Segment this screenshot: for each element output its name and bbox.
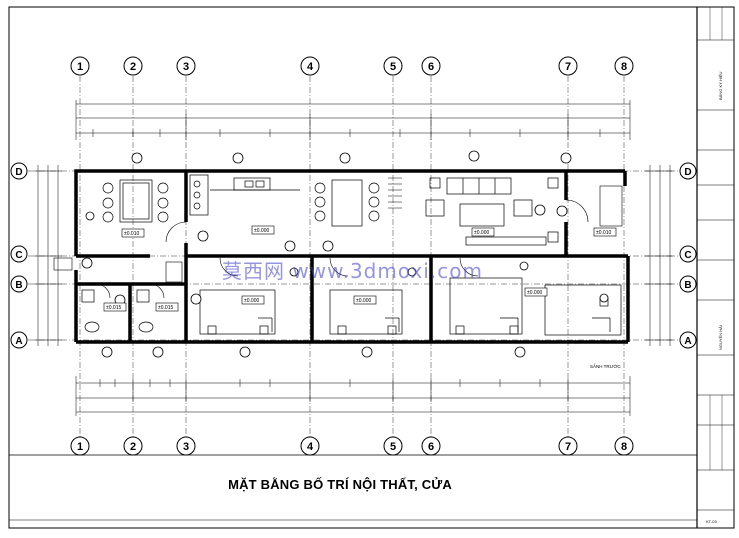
entry-note: SẢNH TRƯỚC (590, 363, 621, 369)
elevation-label: ±0.015 (158, 305, 173, 311)
kitchen-counter (189, 174, 300, 216)
grid-col-label: 4 (307, 61, 314, 73)
grid-col-label: 3 (183, 441, 189, 453)
grid-col-label: 7 (565, 61, 571, 73)
grid-row-label: B (684, 280, 691, 291)
title-block-label-1: BẢNG KÝ HIỆU (718, 71, 723, 100)
grid-col-label: 5 (390, 441, 396, 453)
grid-bubbles-right (679, 162, 697, 349)
entry-platforms (53, 257, 183, 283)
living-sofa (425, 177, 559, 246)
title-block-label-2: NGUYỄN HẢI (718, 325, 723, 350)
elevation-label: ±0.000 (356, 298, 371, 304)
dimension-lines-top (75, 100, 631, 140)
grid-row-label: D (684, 167, 691, 178)
stairs (388, 177, 402, 209)
bedroom-furniture (199, 277, 622, 336)
title-block-sheet-no: KT-03 (706, 519, 717, 524)
elevation-label: ±0.015 (106, 305, 121, 311)
elevation-label: ±0.010 (596, 230, 611, 236)
grid-bubbles-bottom (70, 436, 634, 456)
grid-col-label: 6 (428, 441, 434, 453)
drawing-title: MẶT BẰNG BỐ TRÍ NỘI THẤT, CỬA (228, 477, 452, 492)
elevation-boxes (103, 225, 617, 312)
grid-col-label: 7 (565, 441, 571, 453)
toilets (81, 289, 154, 333)
grid-row-label: D (15, 167, 22, 178)
grid-row-label: B (15, 280, 22, 291)
grid-col-label: 1 (77, 61, 83, 73)
elevation-label: ±0.000 (527, 290, 542, 296)
grid-row-label: C (15, 250, 22, 261)
sheet-border (8, 6, 735, 529)
second-dining-table (314, 179, 380, 227)
grid-row-label: A (684, 336, 691, 347)
elevation-label: ±0.000 (244, 298, 259, 304)
watermark: 莫西网 www.3dmoxi.com (222, 259, 483, 283)
grid-col-label: 3 (183, 61, 189, 73)
dining-table (102, 179, 169, 223)
grid-col-label: 6 (428, 61, 434, 73)
grid-bubbles-top (70, 56, 634, 76)
grid-col-label: 2 (130, 441, 136, 453)
title-block: BẢNG KÝ HIỆU NGUYỄN HẢI KT-03 (696, 7, 734, 528)
annotation-tags (81, 150, 609, 358)
dimension-lines-bottom (75, 376, 631, 416)
grid-col-label: 4 (307, 441, 314, 453)
grid-row-label: A (15, 336, 22, 347)
walls (74, 169, 630, 344)
grid-col-label: 2 (130, 61, 136, 73)
elevation-label: ±0.000 (474, 230, 489, 236)
door-swings (95, 185, 623, 299)
grid-col-label: 5 (390, 61, 396, 73)
grid-col-label: 1 (77, 441, 83, 453)
grid-bubbles-left (10, 162, 28, 349)
grid-col-label: 8 (621, 441, 627, 453)
elevation-label: ±0.000 (254, 228, 269, 234)
elevation-label: ±0.010 (124, 231, 139, 237)
grid-row-label: C (684, 250, 691, 261)
dimension-lines-sides (34, 165, 674, 346)
grid-col-label: 8 (621, 61, 627, 73)
